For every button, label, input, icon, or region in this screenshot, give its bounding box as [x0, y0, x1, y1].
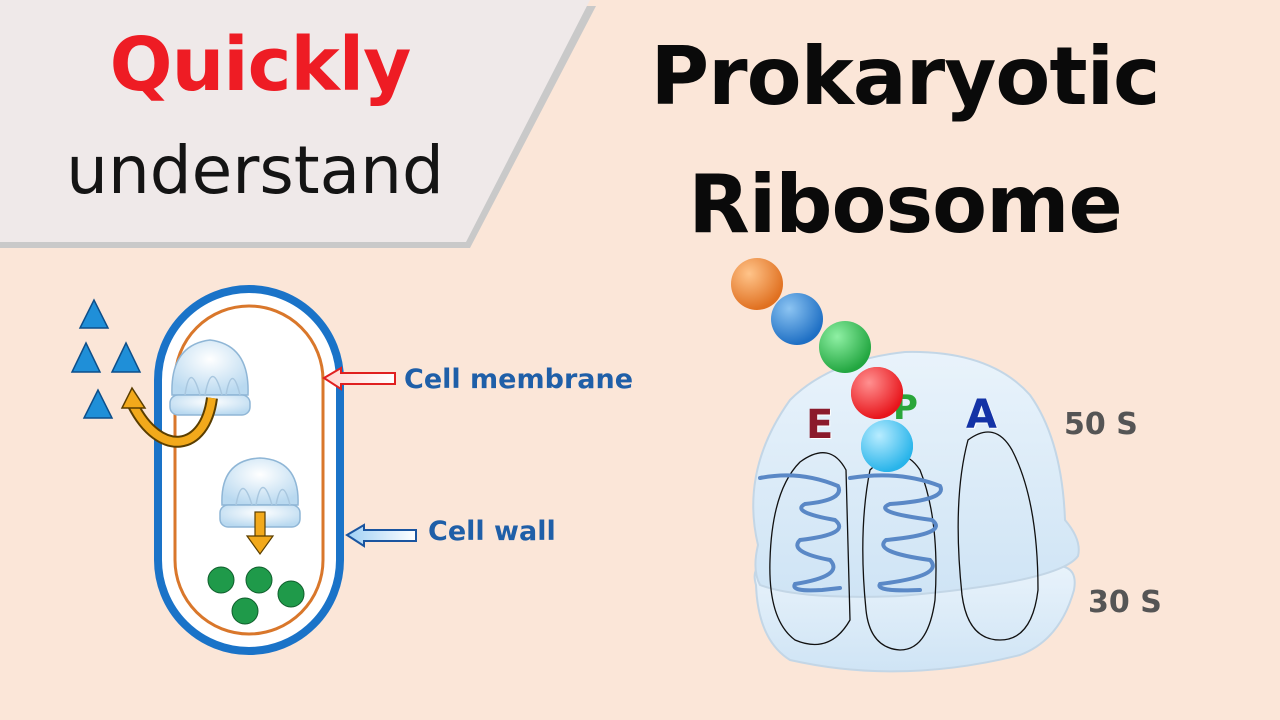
amino-acid-green [819, 321, 871, 373]
membrane-pointer-arrow [322, 366, 396, 391]
large-subunit-50s [752, 350, 1080, 598]
secretion-arrow [120, 386, 218, 448]
large-subunit-label: 50 S [1064, 407, 1138, 442]
banner-quickly-text: Quickly [109, 22, 412, 108]
trna-squiggles [758, 473, 943, 593]
cell-membrane-label: Cell membrane [404, 364, 634, 395]
site-p-label: P [893, 388, 918, 428]
amino-acid-orange [731, 258, 783, 310]
small-subunit-label: 30 S [1088, 585, 1162, 620]
site-e-label: E [806, 402, 834, 448]
banner-background [0, 0, 596, 248]
triangle-proteins [70, 298, 142, 419]
title-line-2: Ribosome [688, 158, 1122, 251]
title-line-1: Prokaryotic [650, 30, 1161, 123]
cell-wall-label: Cell wall [428, 516, 556, 547]
green-proteins [207, 566, 305, 625]
down-arrow [245, 511, 275, 556]
site-a-label: A [966, 392, 997, 438]
amino-acid-blue [771, 293, 823, 345]
banner-understand-text: understand [66, 132, 444, 209]
wall-pointer-arrow [345, 523, 417, 548]
ribosome-site-outlines [769, 431, 1039, 651]
